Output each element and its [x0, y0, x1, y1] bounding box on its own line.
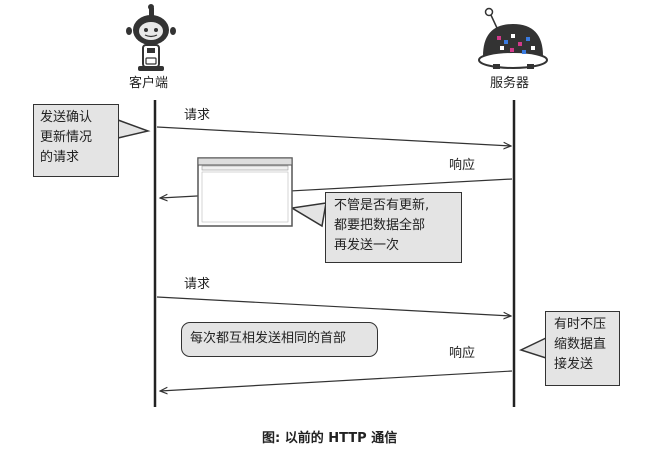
server-note-2-line-2: 缩数据直: [554, 337, 607, 352]
server-note-1-line-2: 都要把数据全部: [334, 218, 426, 233]
client-robot-icon: [126, 4, 176, 71]
server-robot-icon: [478, 7, 548, 69]
client-note: 发送确认 更新情况 的请求: [33, 104, 119, 177]
response-label-2: 响应: [449, 346, 476, 361]
server-note-1-pointer: [289, 202, 327, 228]
request-label-1: 请求: [184, 108, 211, 123]
request-label-2: 请求: [184, 277, 211, 292]
browser-window-icon: [197, 157, 293, 227]
client-note-line-2: 更新情况: [40, 130, 93, 145]
client-label: 客户端: [129, 76, 169, 91]
response-label-1: 响应: [449, 158, 476, 173]
server-note-2-line-1: 有时不压: [554, 317, 607, 332]
server-note-2: 有时不压 缩数据直 接发送: [545, 311, 620, 386]
response-arrow-2: [160, 370, 513, 391]
request-arrow-1: [156, 126, 511, 146]
server-note-1: 不管是否有更新, 都要把数据全部 再发送一次: [325, 192, 462, 263]
server-note-2-pointer: [518, 336, 547, 360]
figure-caption: 图: 以前的 HTTP 通信: [262, 431, 398, 446]
request-arrow-2: [156, 296, 511, 316]
server-note-1-line-1: 不管是否有更新,: [334, 198, 430, 213]
client-note-pointer: [117, 118, 151, 139]
client-note-line-1: 发送确认: [40, 110, 93, 125]
server-note-1-line-3: 再发送一次: [334, 238, 400, 253]
client-note-line-3: 的请求: [40, 150, 80, 165]
server-label: 服务器: [490, 76, 530, 91]
header-note: 每次都互相发送相同的首部: [181, 322, 378, 357]
server-note-2-line-3: 接发送: [554, 357, 594, 372]
